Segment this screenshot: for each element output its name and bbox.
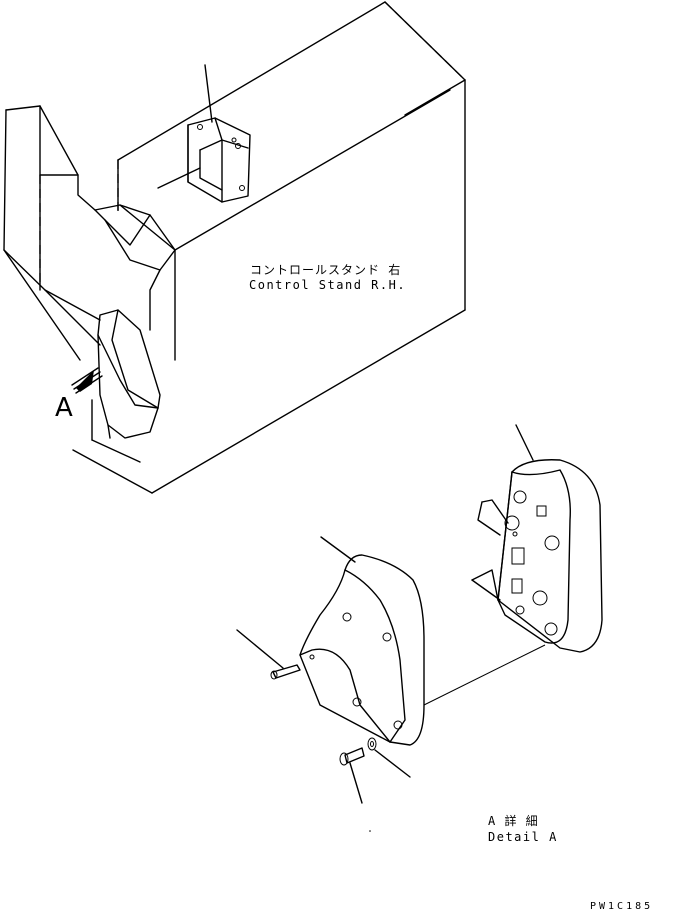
washer-fastener [367, 737, 411, 778]
detail-stand-panel [471, 424, 603, 653]
view-arrow-icon [71, 367, 103, 394]
control-stand-body [72, 1, 466, 494]
alignment-line [423, 644, 546, 706]
pin-fastener [236, 629, 301, 680]
bolt-fastener [339, 747, 365, 804]
detail-label-en: Detail A [488, 830, 558, 844]
lever-cover-upper [97, 309, 161, 439]
drawing-code: PW1C185 [590, 901, 654, 912]
stand-label-en: Control Stand R.H. [249, 278, 407, 292]
stand-label-jp: コントロールスタンド 右 [250, 263, 402, 277]
side-panel [3, 105, 176, 361]
detail-cover [299, 536, 425, 746]
detail-label-jp: A 詳 細 [488, 814, 539, 828]
mount-bracket [157, 64, 251, 203]
view-marker-label: A [55, 393, 73, 423]
